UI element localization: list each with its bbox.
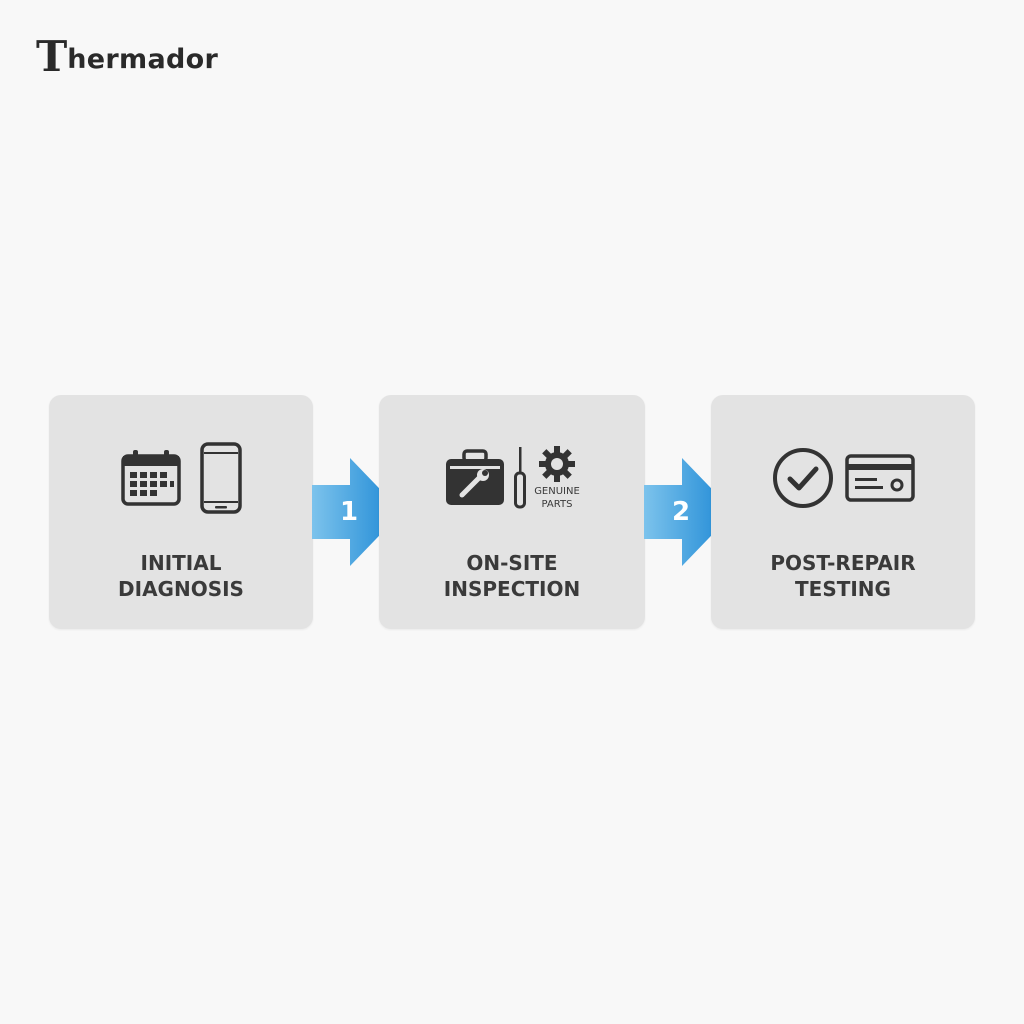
step-label: POST-REPAIR TESTING	[711, 550, 975, 602]
step-icons	[49, 441, 313, 515]
step-number: 2	[671, 497, 691, 527]
smartphone-icon	[200, 442, 242, 514]
step-arrow-1: 1	[312, 458, 402, 566]
brand-logo: T hermador	[36, 36, 218, 78]
check-circle-icon	[771, 446, 835, 510]
step-card-on-site-inspection: GENUINE PARTS ON-SITE INSPECTION	[379, 395, 645, 629]
step-label-line: ON-SITE	[466, 551, 558, 575]
step-icons	[711, 441, 975, 515]
step-label-line: POST-REPAIR	[770, 551, 916, 575]
step-label-line: INITIAL	[140, 551, 222, 575]
credit-card-icon	[845, 454, 915, 502]
step-number: 1	[339, 497, 359, 527]
step-label-line: TESTING	[795, 577, 891, 601]
parts-label-line: GENUINE	[534, 486, 580, 497]
step-icons: GENUINE PARTS	[379, 441, 645, 515]
brand-mark: T	[36, 32, 67, 81]
gear-icon	[538, 445, 576, 483]
step-label: INITIAL DIAGNOSIS	[49, 550, 313, 602]
brand-name: hermador	[67, 44, 219, 75]
parts-label-line: PARTS	[541, 499, 573, 510]
calendar-icon	[120, 449, 182, 507]
screwdriver-icon	[514, 447, 527, 509]
step-label-line: DIAGNOSIS	[118, 577, 244, 601]
step-card-initial-diagnosis: INITIAL DIAGNOSIS	[49, 395, 313, 629]
genuine-parts-badge: GENUINE PARTS	[534, 445, 580, 511]
step-label: ON-SITE INSPECTION	[379, 550, 645, 602]
step-label-line: INSPECTION	[443, 577, 581, 601]
step-arrow-2: 2	[644, 458, 734, 566]
step-card-post-repair-testing: POST-REPAIR TESTING	[711, 395, 975, 629]
toolbox-icon	[444, 449, 506, 507]
